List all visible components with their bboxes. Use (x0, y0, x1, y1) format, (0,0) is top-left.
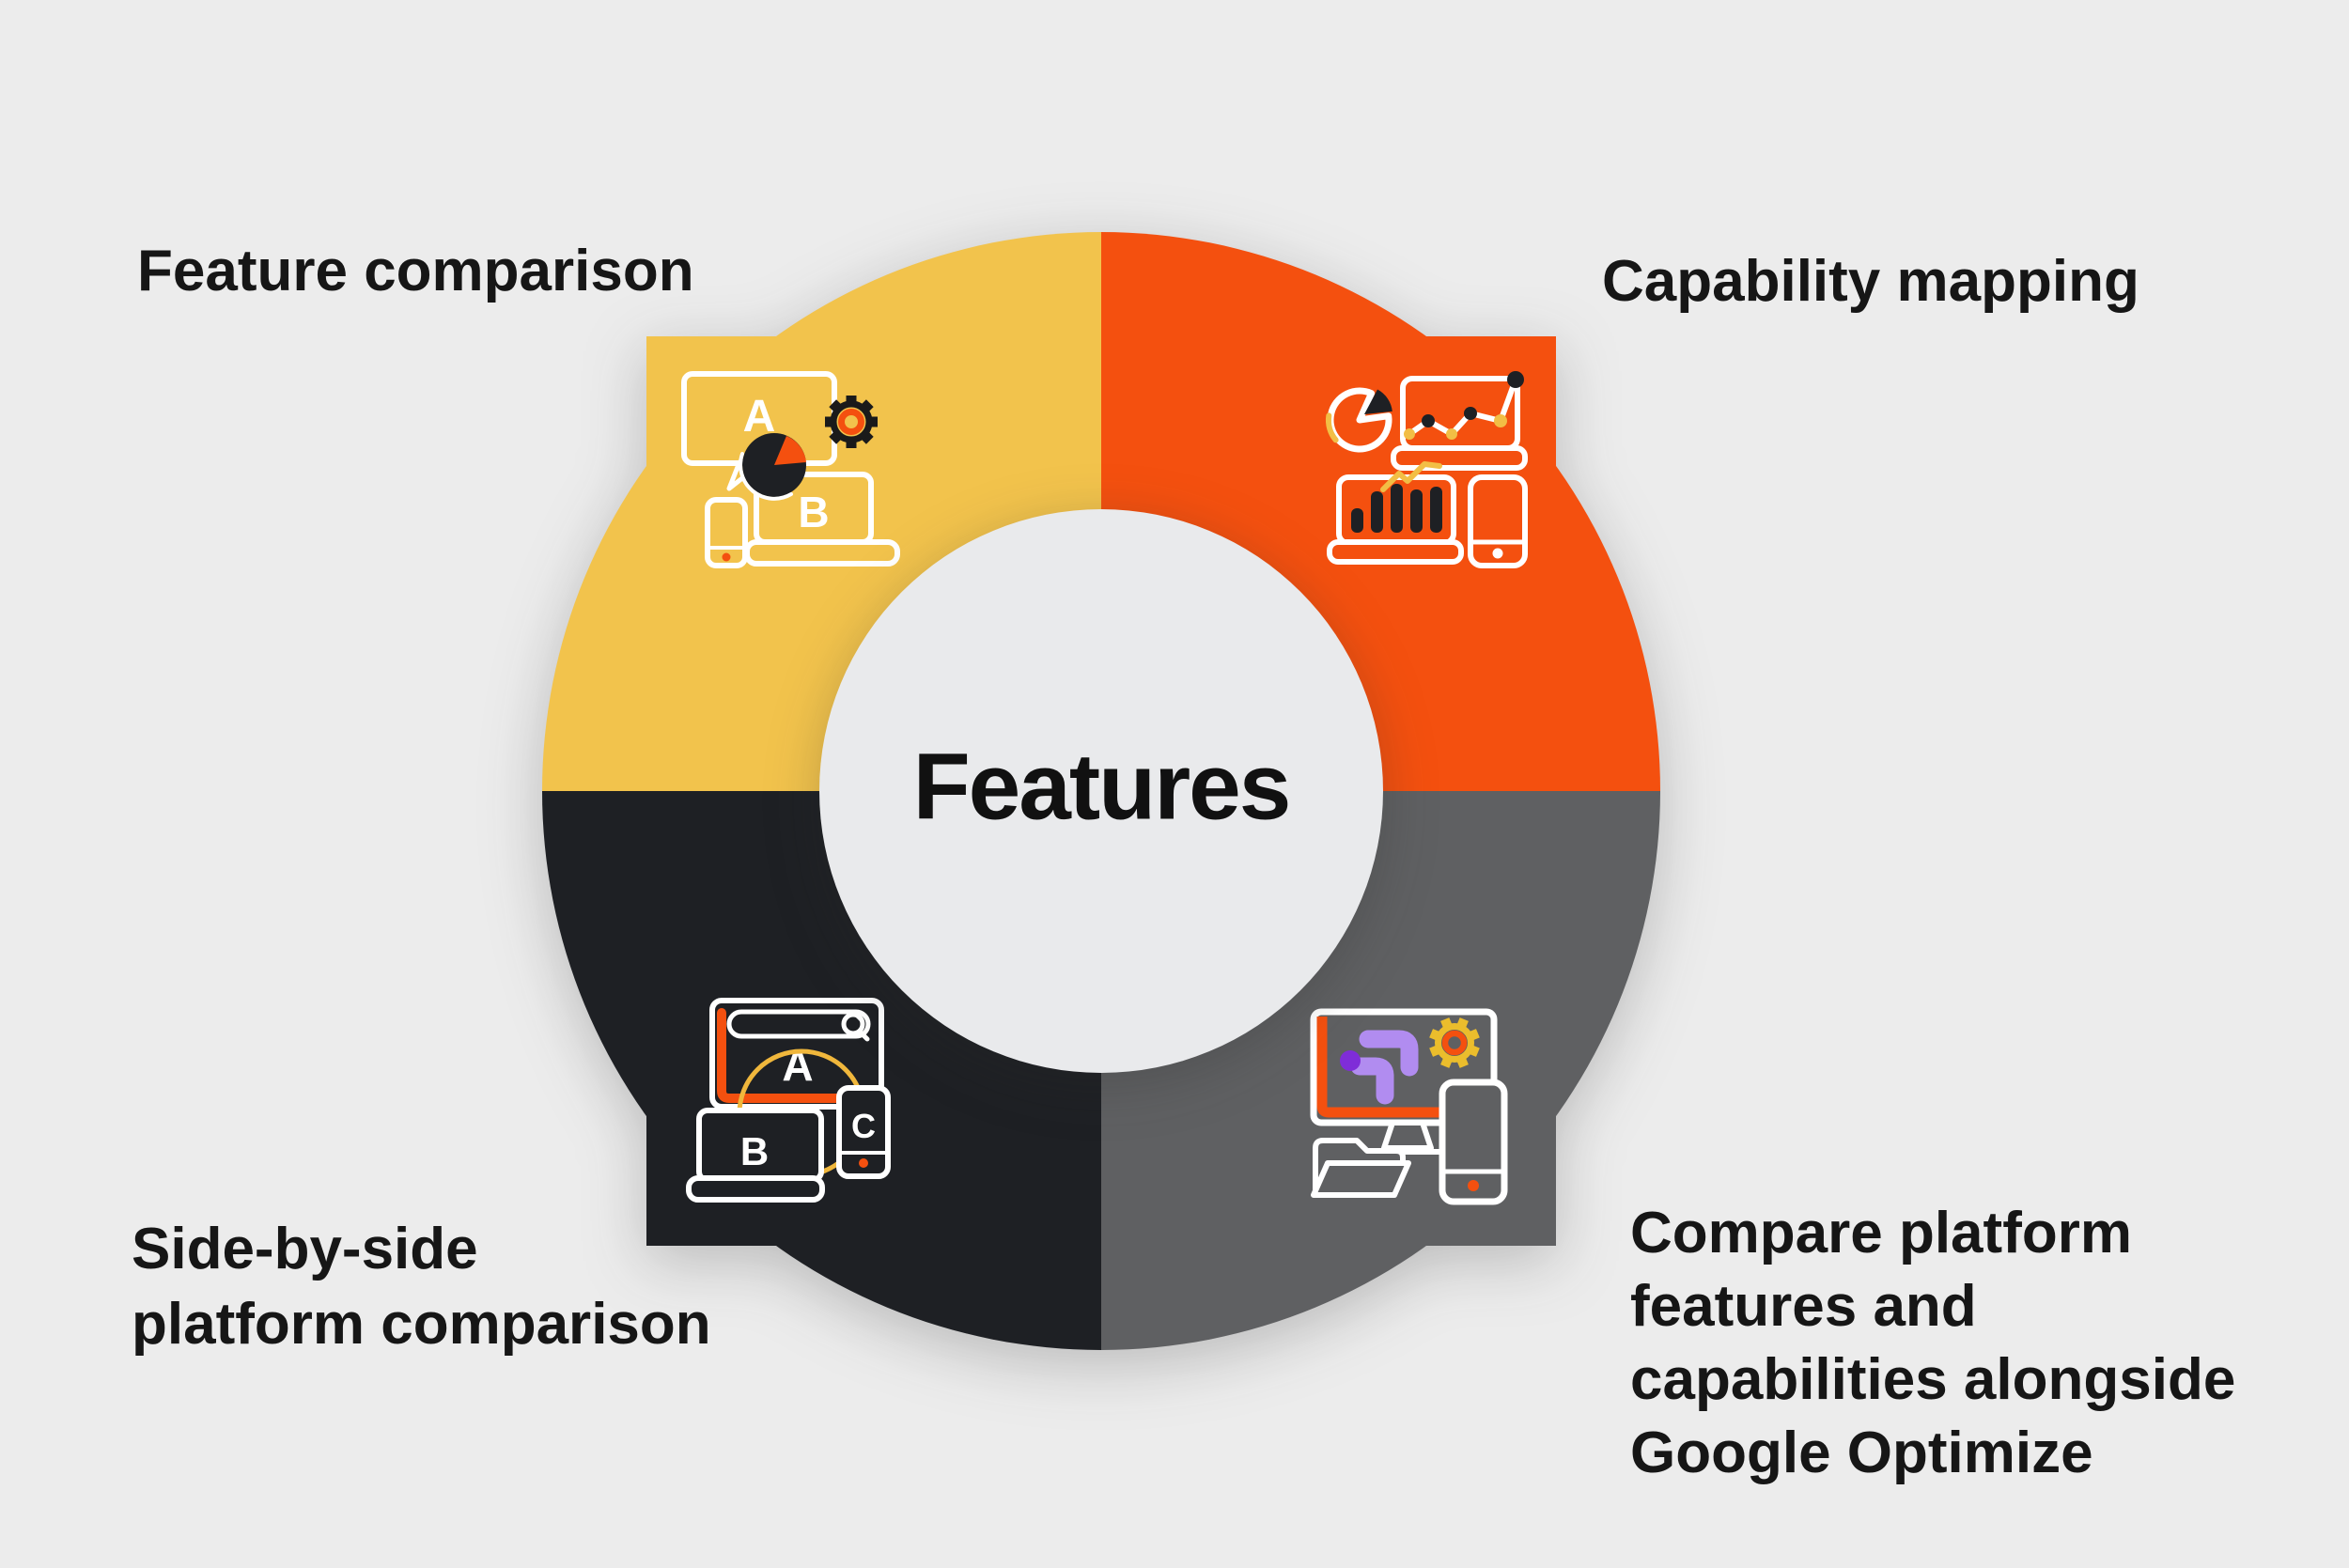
laptop-b-icon: B (686, 1108, 825, 1203)
label-line: platform comparison (132, 1292, 711, 1357)
optimize-logo-icon (1340, 1030, 1419, 1105)
letter-c: C (851, 1107, 876, 1145)
letter-b: B (798, 488, 829, 536)
gear-icon (1429, 1017, 1480, 1068)
phone-icon (1439, 1079, 1508, 1205)
pie-chart-icon (1325, 387, 1392, 453)
analytics-charts-devices-icon (1325, 371, 1528, 568)
label-line: Google Optimize (1630, 1421, 2093, 1485)
phone-button-dot (722, 552, 731, 562)
phone-c-icon: C (836, 1085, 891, 1179)
abc-devices-compare-icon: A B C (686, 998, 891, 1203)
letter-a: A (743, 392, 776, 442)
folder-icon (1311, 1138, 1411, 1198)
line-chart-laptop-icon (1400, 376, 1520, 451)
label-compare-google-optimize: Compare platform features and capabiliti… (1630, 1197, 2235, 1490)
magnifier-icon (841, 1012, 870, 1042)
label-line: Side-by-side (132, 1217, 478, 1281)
hub-circle (819, 509, 1383, 1073)
google-optimize-monitor-icon (1310, 1008, 1508, 1205)
pie-chart-icon (739, 433, 806, 501)
letter-b: B (740, 1129, 769, 1173)
phone-icon (1468, 474, 1528, 568)
label-feature-comparison: Feature comparison (137, 239, 694, 303)
label-side-by-side-platform-comparison: Side-by-side platform comparison (132, 1212, 711, 1362)
bar-chart-laptop-icon (1327, 461, 1464, 565)
hub-title: Features (912, 734, 1292, 840)
gear-icon (825, 396, 878, 448)
letter-a: A (782, 1041, 813, 1090)
search-bar-icon (726, 1009, 871, 1039)
label-line: features and (1630, 1274, 1977, 1339)
monitor-stand-icon (1381, 1120, 1434, 1151)
ab-test-devices-icon: A B (681, 371, 900, 568)
label-line: capabilities alongside (1630, 1347, 2236, 1412)
laptop-b-base-icon (744, 539, 900, 567)
label-line: Compare platform (1630, 1201, 2132, 1265)
label-capability-mapping: Capability mapping (1602, 249, 2139, 314)
